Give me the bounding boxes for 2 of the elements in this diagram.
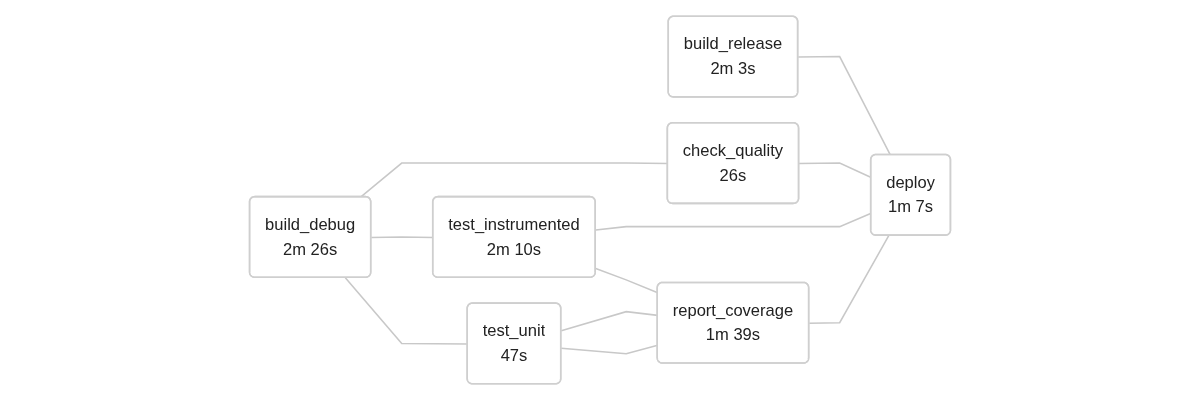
connector: [808, 234, 890, 325]
connector: [797, 55, 892, 156]
